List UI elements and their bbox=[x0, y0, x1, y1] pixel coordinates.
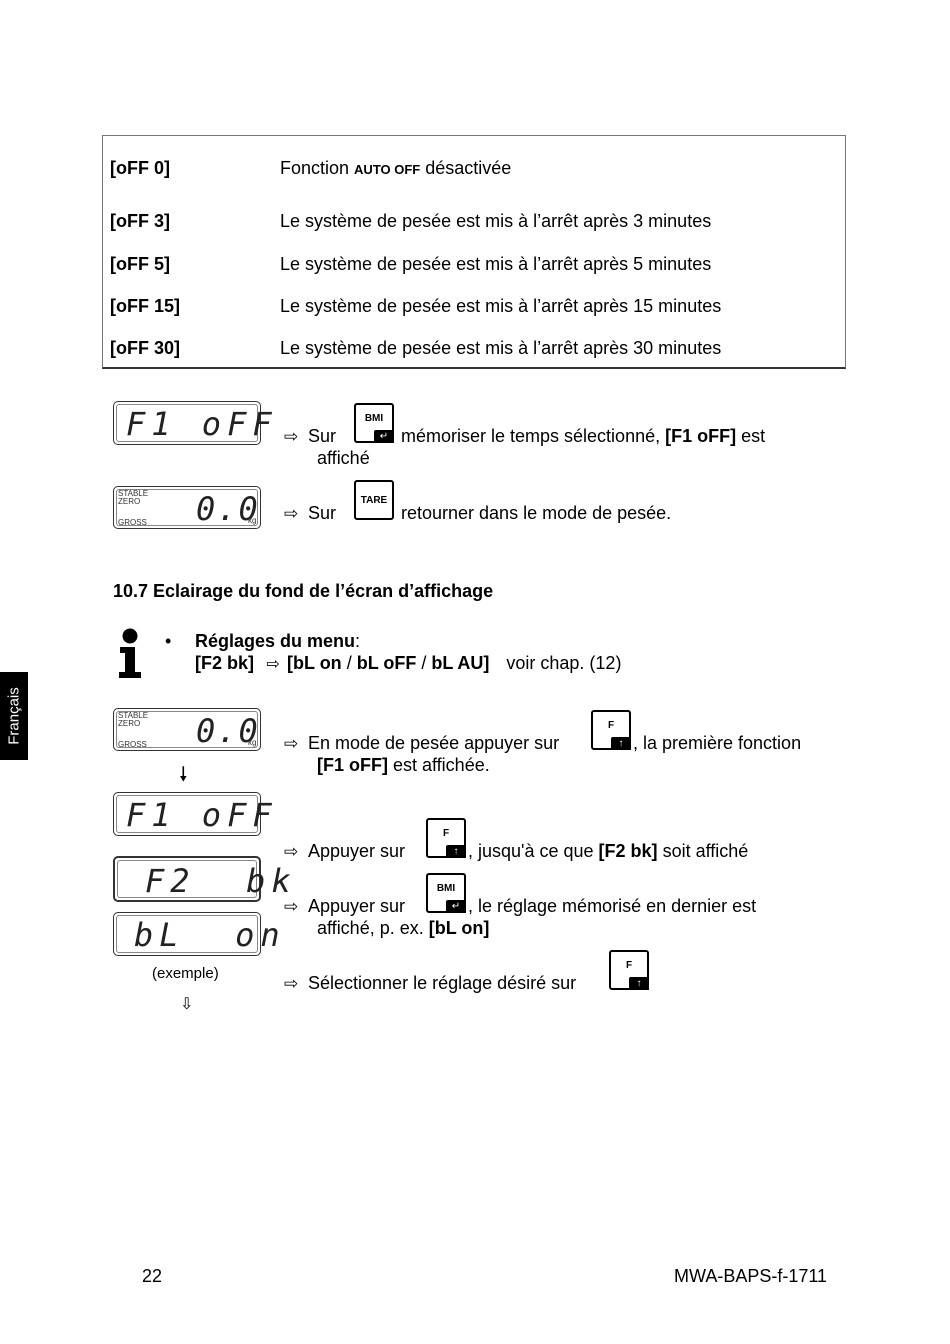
table-desc: Le système de pesée est mis à l’arrêt ap… bbox=[280, 296, 722, 316]
unit-label: kg bbox=[248, 738, 257, 747]
stable-label: STABLE bbox=[118, 711, 149, 720]
lcd-display-zero: STABLE ZERO GROSS 0.0 kg bbox=[113, 486, 261, 529]
menu-settings-line: [F2 bk] ⇨[bL on / bL oFF / bL AU] voir c… bbox=[195, 653, 622, 673]
step-weighing-mode: ⇨En mode de pesée appuyer sur bbox=[284, 733, 560, 753]
tare-key-icon: TARE bbox=[354, 480, 394, 520]
step-select-setting: ⇨Sélectionner le réglage désiré sur bbox=[284, 973, 577, 993]
page-number: 22 bbox=[142, 1266, 163, 1286]
arrow-right-icon: ⇨ bbox=[284, 734, 299, 753]
f-key-icon: F↑ bbox=[591, 710, 631, 750]
step-press-bmi-line2: affiché, p. ex. [bL on] bbox=[317, 918, 490, 938]
bmi-key-icon: BMI↵ bbox=[354, 403, 394, 443]
f-key-icon: F↑ bbox=[426, 818, 466, 858]
lcd-text: 0.0 bbox=[196, 490, 260, 528]
zero-label: ZERO bbox=[118, 719, 141, 728]
table-code: [oFF 15] bbox=[110, 296, 180, 316]
language-tab: Français bbox=[0, 672, 28, 760]
step-weighing-line2: [F1 oFF] est affichée. bbox=[317, 755, 490, 775]
step-press-until: ⇨Appuyer sur bbox=[284, 841, 406, 861]
table-desc: Le système de pesée est mis à l’arrêt ap… bbox=[280, 211, 712, 231]
document-id: MWA-BAPS-f-1711 bbox=[674, 1266, 828, 1286]
table-code: [oFF 3] bbox=[110, 211, 170, 231]
section-heading: 10.7 Eclairage du fond de l’écran d’affi… bbox=[113, 581, 494, 601]
lcd-display-blon: bL on bbox=[113, 912, 280, 956]
zero-label: ZERO bbox=[118, 497, 141, 506]
info-icon bbox=[119, 628, 141, 678]
step-press-bmi-text: , le réglage mémorisé en dernier est bbox=[468, 896, 757, 916]
step-weighing-text: , la première fonction bbox=[633, 733, 802, 753]
step-press-bmi: ⇨Appuyer sur bbox=[284, 896, 406, 916]
gross-label: GROSS bbox=[118, 740, 147, 749]
table-desc: Fonction AUTO OFF désactivée bbox=[280, 158, 512, 178]
arrow-right-icon: ⇨ bbox=[266, 656, 280, 673]
unit-label: kg bbox=[248, 516, 257, 525]
bmi-key-icon: BMI↵ bbox=[426, 873, 466, 913]
table-desc: Le système de pesée est mis à l’arrêt ap… bbox=[280, 254, 712, 274]
lcd-text: F1 oFF bbox=[126, 405, 278, 443]
lcd-text: bL on bbox=[134, 916, 286, 954]
gross-label: GROSS bbox=[118, 518, 147, 527]
table-code: [oFF 5] bbox=[110, 254, 170, 274]
step-store-line2: affiché bbox=[317, 448, 370, 468]
step-return: ⇨Sur bbox=[284, 503, 337, 523]
lcd-text: F1 oFF bbox=[126, 796, 278, 834]
lcd-display-f2bk: F2 bk bbox=[113, 856, 291, 902]
lcd-text: F2 bk bbox=[145, 862, 297, 900]
lcd-display-f1off: F1 oFF bbox=[113, 401, 272, 445]
step-store-text: mémoriser le temps sélectionné, [F1 oFF]… bbox=[401, 426, 766, 446]
menu-settings-title: Réglages du menu: bbox=[195, 631, 361, 651]
arrow-right-icon: ⇨ bbox=[284, 897, 299, 916]
arrow-right-icon: ⇨ bbox=[284, 974, 299, 993]
step-press-until-text: , jusqu'à ce que [F2 bk] soit affiché bbox=[468, 841, 749, 861]
stable-label: STABLE bbox=[118, 489, 149, 498]
example-caption: (exemple) bbox=[152, 965, 219, 982]
arrow-down-icon: ⇩ bbox=[180, 996, 194, 1013]
step-store: ⇨Sur bbox=[284, 426, 337, 446]
table-code: [oFF 30] bbox=[110, 338, 180, 358]
table-desc: Le système de pesée est mis à l’arrêt ap… bbox=[280, 338, 722, 358]
lcd-display-zero: STABLE ZERO GROSS 0.0 kg bbox=[113, 708, 261, 751]
arrow-down-bold-icon: 🠗 bbox=[179, 764, 188, 786]
step-return-text: retourner dans le mode de pesée. bbox=[401, 503, 672, 523]
arrow-right-icon: ⇨ bbox=[284, 504, 299, 523]
lcd-display-f1off: F1 oFF bbox=[113, 792, 272, 836]
menu-settings-bullet: • bbox=[165, 631, 172, 651]
arrow-right-icon: ⇨ bbox=[284, 427, 299, 446]
f-key-icon: F↑ bbox=[609, 950, 649, 990]
table-code: [oFF 0] bbox=[110, 158, 170, 178]
arrow-right-icon: ⇨ bbox=[284, 842, 299, 861]
lcd-text: 0.0 bbox=[196, 712, 260, 750]
auto-off-table bbox=[102, 135, 846, 369]
